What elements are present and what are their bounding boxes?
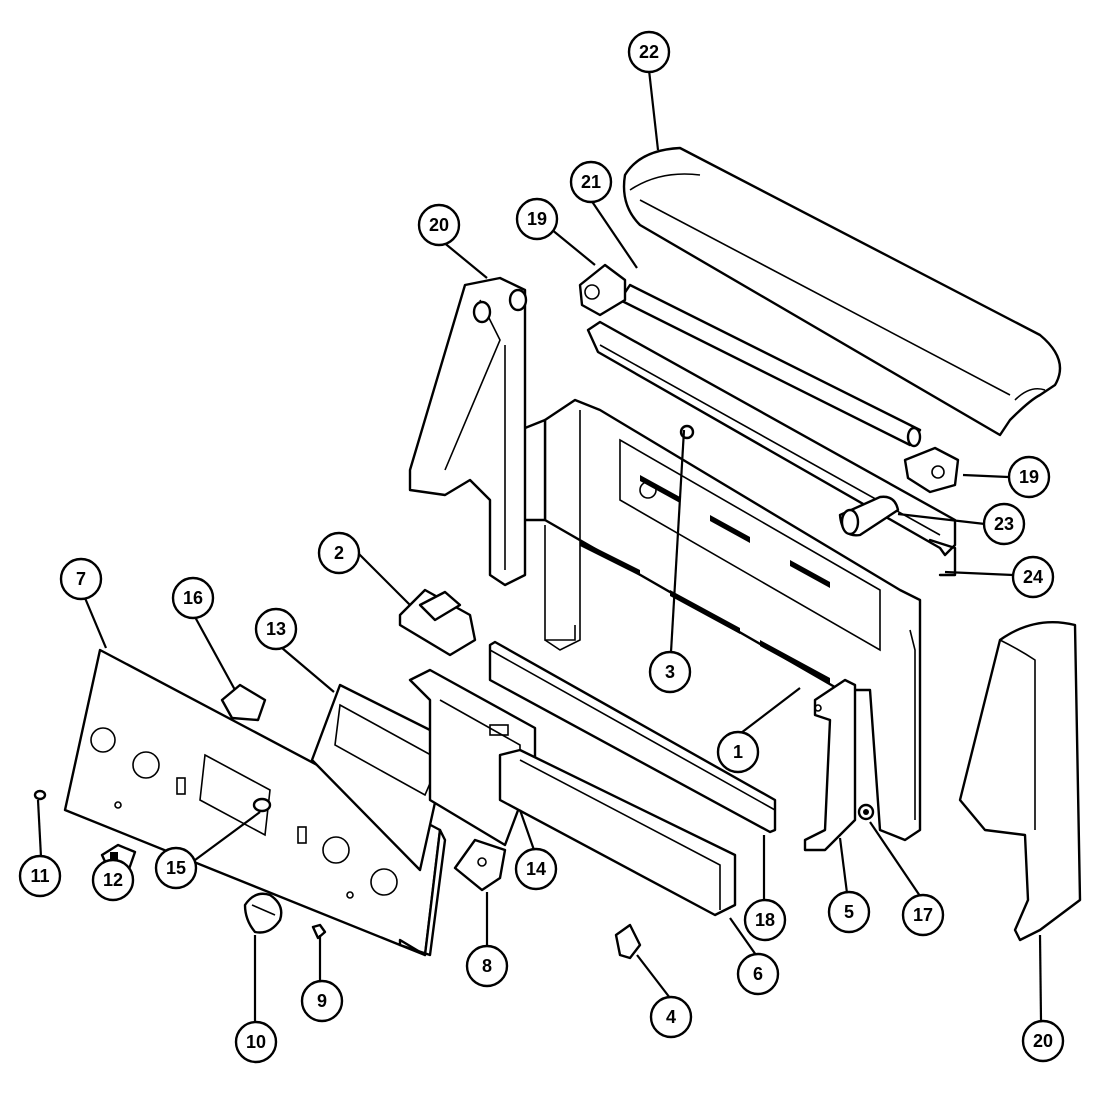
part-20-end-cap-left	[408, 276, 528, 587]
callout-1: 1	[716, 730, 760, 774]
callout-label: 3	[665, 662, 675, 682]
callout-label: 4	[666, 1007, 676, 1027]
callout-label: 17	[913, 905, 933, 925]
callout-19-lower: 19	[1007, 455, 1051, 499]
callout-label: 2	[334, 543, 344, 563]
part-4-small-bracket	[614, 923, 642, 960]
part-23-ballast	[838, 495, 900, 537]
part-18-rod	[488, 640, 777, 834]
callout-label: 22	[639, 42, 659, 62]
callout-label: 1	[733, 742, 743, 762]
part-1-backguard-frame	[518, 398, 922, 842]
callout-label: 23	[994, 514, 1014, 534]
callout-label: 9	[317, 991, 327, 1011]
part-22-top-trim	[622, 146, 1062, 437]
callout-4: 4	[649, 995, 693, 1039]
callout-9: 9	[300, 979, 344, 1023]
part-8-relay	[453, 838, 507, 892]
part-17-grommet	[857, 803, 875, 821]
callout-11: 11	[18, 854, 62, 898]
callout-17: 17	[901, 893, 945, 937]
callout-10: 10	[234, 1020, 278, 1064]
part-20-end-cap-right	[958, 620, 1082, 942]
callout-21: 21	[569, 160, 613, 204]
callout-14: 14	[514, 847, 558, 891]
callout-16: 16	[171, 576, 215, 620]
leader-lines	[36, 69, 1043, 1022]
part-6-lower-trim	[498, 748, 737, 917]
callout-20-left: 20	[417, 203, 461, 247]
part-24-bracket	[928, 538, 957, 577]
callout-12: 12	[91, 858, 135, 902]
callout-23: 23	[982, 502, 1026, 546]
part-7-control-panel	[63, 648, 447, 957]
callout-label: 15	[166, 858, 186, 878]
callout-label: 11	[30, 866, 49, 886]
callout-label: 8	[482, 956, 492, 976]
callout-label: 20	[429, 215, 449, 235]
callout-label: 7	[76, 569, 86, 589]
callout-20-right: 20	[1021, 1019, 1065, 1063]
callout-label: 6	[753, 964, 763, 984]
callout-24: 24	[1011, 555, 1055, 599]
callout-label: 16	[183, 588, 203, 608]
callout-label: 12	[103, 870, 123, 890]
callout-15: 15	[154, 846, 198, 890]
callout-label: 20	[1033, 1031, 1053, 1051]
callout-18: 18	[743, 898, 787, 942]
part-19-lamp-socket-lower	[903, 446, 960, 494]
part-9-screw	[311, 923, 327, 940]
callout-label: 13	[266, 619, 286, 639]
callout-label: 24	[1023, 567, 1043, 587]
callout-label: 19	[527, 209, 547, 229]
callout-6: 6	[736, 952, 780, 996]
callout-label: 5	[844, 902, 854, 922]
part-19-lamp-socket-upper	[578, 263, 627, 317]
part-5-side-bracket	[803, 678, 857, 852]
callout-13: 13	[254, 607, 298, 651]
callout-3: 3	[648, 650, 692, 694]
part-10-knob	[243, 892, 283, 934]
part-16-clip	[220, 683, 267, 722]
callout-label: 19	[1019, 467, 1039, 487]
callout-19-upper: 19	[515, 197, 559, 241]
callout-7: 7	[59, 557, 103, 601]
callout-8: 8	[465, 944, 509, 988]
part-11-screw	[33, 789, 47, 801]
callout-label: 21	[581, 172, 601, 192]
callout-5: 5	[827, 890, 871, 934]
callout-22: 22	[627, 30, 671, 74]
callout-label: 10	[246, 1032, 266, 1052]
callout-label: 18	[755, 910, 775, 930]
part-2-transformer	[398, 588, 477, 657]
callout-label: 14	[526, 859, 546, 879]
callout-2: 2	[317, 531, 361, 575]
